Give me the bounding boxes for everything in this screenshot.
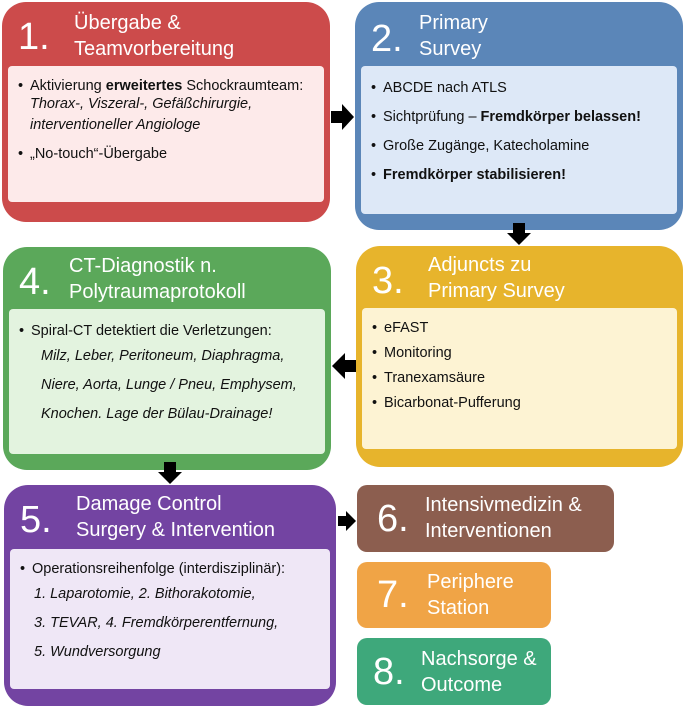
step-8-title-line2: Outcome [421,674,503,696]
arrow-right-icon [338,511,356,531]
step-8-number: 8. [373,651,405,693]
step-3-box: 3. Adjuncts zu Primary Survey eFAST Moni… [356,246,683,467]
step-5-title-line1: Damage Control [76,493,222,515]
step-3-title-line2: Primary Survey [428,280,565,302]
step-4-findings: Milz, Leber, Peritoneum, Diaphragma, Nie… [41,348,297,422]
step-3-item-1: eFAST [372,318,667,339]
step-6-title-line1: Intensivmedizin & [425,494,582,516]
step-2-item-2: Sichtprüfung – Fremdkörper belassen! [371,107,667,128]
step-3-title-line1: Adjuncts zu [428,254,532,276]
step-4-item-1: Spiral-CT detektiert die Verletzungen: [19,323,315,339]
step-2-item-3: Große Zugänge, Katecholamine [371,136,667,157]
step-1-number: 1. [18,16,50,58]
step-4-box: 4. CT-Diagnostik n. Polytraumaprotokoll … [3,247,331,470]
step-2-title-line1: Primary [419,12,488,34]
arrow-left-icon [332,353,356,379]
step-5-box: 5. Damage Control Surgery & Intervention… [4,485,336,706]
step-7-number: 7. [377,574,409,616]
step-6-title-line2: Interventionen [425,520,552,542]
step-2-body: ABCDE nach ATLS Sichtprüfung – Fremdkörp… [361,66,677,214]
step-7-title-line2: Station [427,597,490,619]
step-1-item-1: Aktivierung erweitertes Schockraumteam: [18,78,314,94]
step-7-box: 7. Periphere Station [357,562,551,628]
step-5-number: 5. [20,499,52,541]
step-5-body: Operationsreihenfolge (interdisziplinär)… [10,549,330,689]
step-5-sequence: 1. Laparotomie, 2. Bithorakotomie, 3. TE… [34,586,279,660]
step-6-box: 6. Intensivmedizin & Interventionen [357,485,614,552]
step-4-title-line1: CT-Diagnostik n. [69,255,217,277]
step-3-item-2: Monitoring [372,343,667,364]
step-1-item-2: „No-touch“-Übergabe [18,146,314,162]
step-3-body: eFAST Monitoring Tranexamsäure Bicarbona… [362,308,677,449]
step-7-title-line1: Periphere [427,571,514,593]
step-3-item-3: Tranexamsäure [372,368,667,389]
arrow-down-icon [158,462,182,484]
step-2-box: 2. Primary Survey ABCDE nach ATLS Sichtp… [355,2,683,230]
arrow-right-icon [331,104,354,130]
step-3-item-4: Bicarbonat-Pufferung [372,393,667,414]
step-3-number: 3. [372,260,404,302]
step-1-box: 1. Übergabe & Teamvorbereitung Aktivieru… [2,2,330,222]
step-2-item-1: ABCDE nach ATLS [371,78,667,99]
step-1-item-1-sublist: Thorax-, Viszeral-, Gefäßchirurgie, inte… [30,96,253,133]
step-6-number: 6. [377,498,409,540]
step-8-title-line1: Nachsorge & [421,648,537,670]
step-2-item-4: Fremdkörper stabilisieren! [371,165,667,186]
step-4-title-line2: Polytraumaprotokoll [69,281,246,303]
step-5-title-line2: Surgery & Intervention [76,519,275,541]
step-5-item-1: Operationsreihenfolge (interdisziplinär)… [20,561,320,577]
step-2-title-line2: Survey [419,38,482,60]
arrow-down-icon [507,223,531,245]
step-2-number: 2. [371,18,403,60]
step-4-number: 4. [19,261,51,303]
step-4-body: Spiral-CT detektiert die Verletzungen: M… [9,309,325,454]
step-8-box: 8. Nachsorge & Outcome [357,638,551,705]
step-1-title-line1: Übergabe & [74,12,181,34]
step-1-body: Aktivierung erweitertes Schockraumteam: … [8,66,324,202]
step-1-title-line2: Teamvorbereitung [74,38,235,60]
